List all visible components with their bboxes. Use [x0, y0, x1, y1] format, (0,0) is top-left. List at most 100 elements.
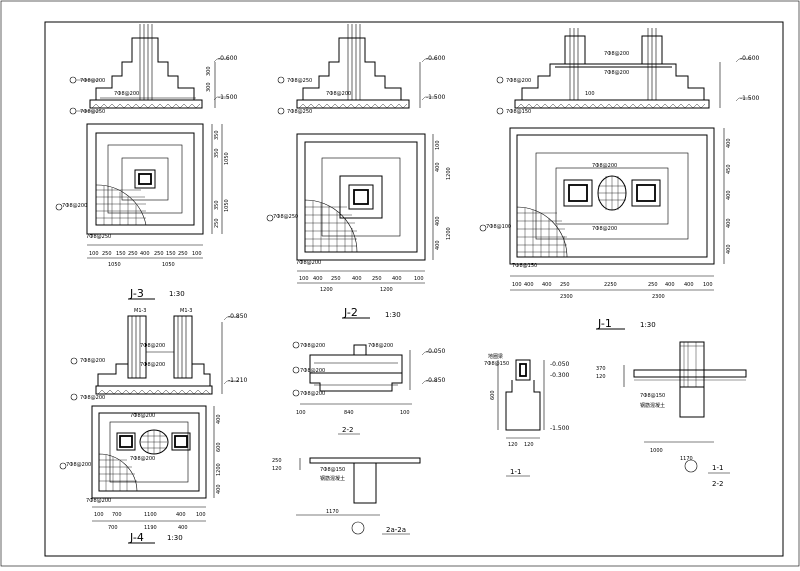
svg-text:1200: 1200 [446, 227, 452, 240]
s11-elev-b: -0.300 [550, 372, 570, 379]
j4-label-m13a: M1-3 [134, 308, 146, 314]
svg-text:250: 250 [154, 251, 164, 257]
svg-text:400: 400 [352, 276, 362, 282]
svg-text:300: 300 [206, 82, 212, 92]
svg-text:地圈梁: 地圈梁 [488, 353, 503, 360]
j4-rebar-a: 7Ф8@200 [140, 343, 165, 349]
j4-rebar-c: 7Ф8@200 [80, 358, 105, 364]
svg-text:120: 120 [524, 442, 534, 448]
svg-text:350: 350 [214, 148, 220, 158]
s22-rebar-d: 7Ф8@200 [300, 391, 325, 397]
svg-text:400: 400 [726, 190, 732, 200]
svg-text:1200: 1200 [320, 287, 333, 293]
j3-rebar-note: 7Ф8@200 [114, 91, 139, 97]
j4-plan-rebar-a: 7Ф8@200 [130, 413, 155, 419]
svg-text:450: 450 [726, 164, 732, 174]
svg-text:250: 250 [331, 276, 341, 282]
svg-text:400: 400 [524, 282, 534, 288]
svg-text:1050: 1050 [224, 152, 230, 165]
inner-frame [44, 21, 784, 557]
svg-text:1190: 1190 [144, 525, 157, 531]
svg-text:100: 100 [192, 251, 202, 257]
svg-text:400: 400 [684, 282, 694, 288]
svg-text:1200: 1200 [446, 167, 452, 180]
j4-scale: 1:30 [167, 534, 183, 542]
j1-section: 7Ф8@200 7Ф8@200 7Ф8@200 7Ф8@150 100 -0.6… [496, 28, 760, 115]
svg-text:400: 400 [178, 525, 188, 531]
svg-text:1050: 1050 [108, 262, 121, 268]
svg-text:600: 600 [216, 442, 222, 452]
j2-rebar-note: 7Ф8@200 [326, 91, 351, 97]
svg-text:400: 400 [392, 276, 402, 282]
svg-text:700: 700 [108, 525, 118, 531]
j3-rebar-bot: 7Ф8@250 [80, 109, 105, 115]
j1-rebar-mid: 7Ф8@200 [604, 70, 629, 76]
j1-plan-rebar-d: 7Ф8@150 [512, 263, 537, 269]
j1-plan-rebar-c: 7Ф8@100 [486, 224, 511, 230]
svg-text:400: 400 [313, 276, 323, 282]
svg-text:350: 350 [214, 200, 220, 210]
svg-text:400: 400 [140, 251, 150, 257]
j2-elev-bot: -1.500 [426, 94, 446, 101]
j3-plan: 7Ф8@200 7Ф8@250 100 250 150 250 400 250 … [55, 123, 230, 268]
j4-label-m13b: M1-3 [180, 308, 192, 314]
j2-rebar-top: 7Ф8@250 [287, 78, 312, 84]
j3-rebar-mesh [95, 184, 147, 226]
svg-text:250: 250 [128, 251, 138, 257]
svg-text:250: 250 [214, 218, 220, 228]
s22-rebar-c: 7Ф8@200 [300, 368, 325, 374]
s2a-title: 2a-2a [386, 526, 406, 534]
j2-plan-rebar-a: 7Ф8@250 [273, 214, 298, 220]
svg-text:100: 100 [414, 276, 424, 282]
j4-elev-bot: -1.210 [228, 377, 248, 384]
j1-elev-top: -0.600 [740, 55, 760, 62]
section-1-1: 地圈梁 7Ф8@150 -0.050 -0.300 -1.500 600 120… [484, 353, 570, 477]
svg-text:100: 100 [94, 512, 104, 518]
j1-scale: 1:30 [640, 321, 656, 329]
svg-text:100: 100 [196, 512, 206, 518]
svg-text:250: 250 [272, 458, 282, 464]
svg-text:2300: 2300 [560, 294, 573, 300]
svg-text:250: 250 [372, 276, 382, 282]
j4-section: M1-3 M1-3 7Ф8@200 7Ф8@200 7Ф8@200 7Ф8@20… [70, 308, 248, 401]
svg-text:250: 250 [178, 251, 188, 257]
j3-scale: 1:30 [169, 290, 185, 298]
svg-text:100: 100 [400, 410, 410, 416]
svg-text:250: 250 [648, 282, 658, 288]
svg-text:400: 400 [216, 484, 222, 494]
section-2-2: 7Ф8@200 7Ф8@200 7Ф8@200 7Ф8@200 -0.050 -… [292, 341, 446, 435]
s22-rebar-b: 7Ф8@200 [368, 343, 393, 349]
svg-text:400: 400 [726, 244, 732, 254]
svg-text:1200: 1200 [216, 463, 222, 476]
svg-text:600: 600 [490, 390, 496, 400]
sr-rebar: 7Ф8@150 [640, 393, 665, 399]
svg-text:370: 370 [596, 366, 606, 372]
j1-plan-rebar-a: 7Ф8@200 [592, 163, 617, 169]
svg-text:400: 400 [542, 282, 552, 288]
svg-text:1170: 1170 [326, 509, 339, 515]
s2a-rebar: 7Ф8@150 [320, 467, 345, 473]
j3-plan-rebar-a: 7Ф8@200 [62, 203, 87, 209]
s22-elev-top: -0.050 [426, 348, 446, 355]
svg-text:700: 700 [112, 512, 122, 518]
j1-elev-bot: -1.500 [740, 95, 760, 102]
svg-text:100: 100 [89, 251, 99, 257]
svg-text:100: 100 [299, 276, 309, 282]
svg-text:120: 120 [508, 442, 518, 448]
svg-text:400: 400 [216, 414, 222, 424]
j2-plan-rebar-b: 7Ф8@200 [296, 260, 321, 266]
svg-text:100: 100 [585, 91, 595, 97]
svg-text:120: 120 [272, 466, 282, 472]
svg-text:150: 150 [166, 251, 176, 257]
svg-text:1000: 1000 [650, 448, 663, 454]
j3-section: 7Ф8@200 7Ф8@200 7Ф8@250 300 300 -0.600 -… [69, 24, 238, 115]
j4-plan: 7Ф8@200 7Ф8@200 7Ф8@200 7Ф8@200 100 700 … [59, 405, 222, 531]
svg-text:100: 100 [435, 140, 441, 150]
sr-title-b: 2-2 [712, 480, 723, 488]
j2-section: 7Ф8@250 7Ф8@250 7Ф8@200 -0.600 -1.500 [277, 24, 446, 115]
svg-text:400: 400 [435, 162, 441, 172]
svg-text:400: 400 [435, 240, 441, 250]
j2-plan: 7Ф8@250 7Ф8@200 100 400 250 400 250 400 … [266, 133, 452, 293]
